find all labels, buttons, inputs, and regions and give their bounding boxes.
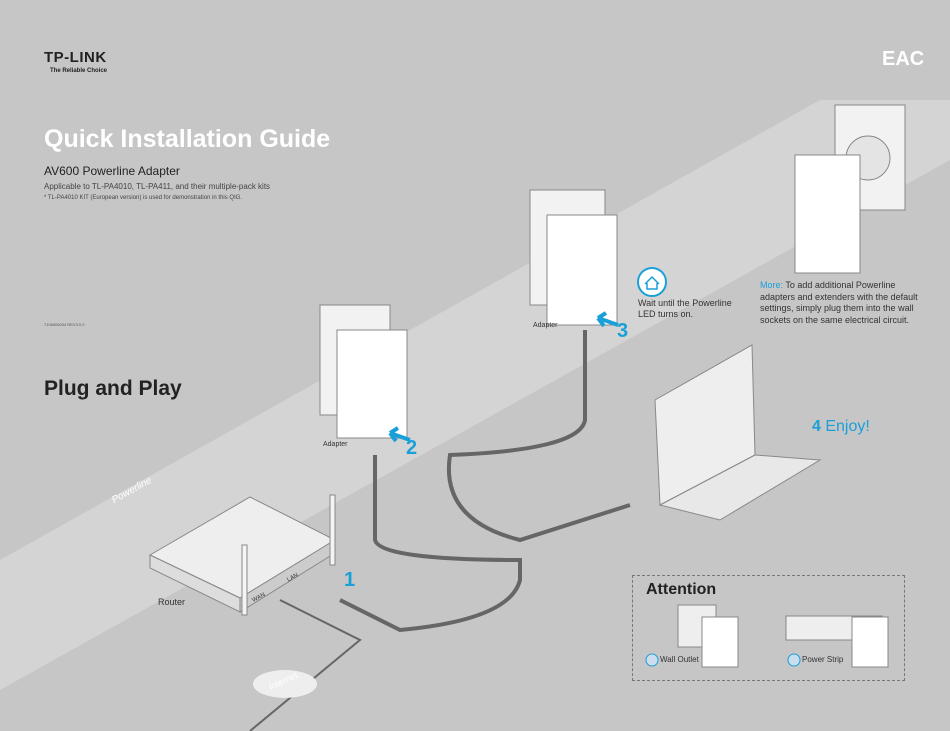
laptop xyxy=(654,344,822,521)
tp-link-logo: TP-LINK xyxy=(44,49,107,66)
frown-icon xyxy=(787,653,801,667)
attention-title: Attention xyxy=(646,581,717,598)
enjoy-label: Enjoy! xyxy=(825,418,870,435)
adapter-label: Adapter xyxy=(323,441,348,448)
more-label: More: xyxy=(760,280,784,290)
step-2: 2 xyxy=(406,437,418,459)
step-4-number: 4 xyxy=(812,418,821,435)
arrow-icon xyxy=(596,311,619,328)
arrow-icon xyxy=(388,426,411,443)
serial-number: 7106506034 REV3.0.0 xyxy=(44,322,85,327)
smiley-icon xyxy=(645,653,659,667)
attention-box xyxy=(632,575,905,681)
adapter-1 xyxy=(319,304,408,439)
step-1: 1 xyxy=(344,569,356,591)
applicable-models: Applicable to TL-PA4010, TL-PA411, and t… xyxy=(44,182,271,191)
more-note: More: To add additional Powerline adapte… xyxy=(760,280,920,326)
internet-cloud xyxy=(253,670,317,698)
wall-outlet-image xyxy=(677,604,739,668)
cable-adapter-laptop xyxy=(446,330,631,543)
router-label: Router xyxy=(158,597,186,607)
wait-instruction: Wait until the Powerline LED turns on. xyxy=(638,298,732,319)
router-antenna xyxy=(241,544,248,616)
router-antenna xyxy=(329,494,336,566)
adapter-2 xyxy=(529,189,618,326)
more-text: To add additional Powerline adapters and… xyxy=(760,280,918,325)
wall-outlet-label: Wall Outlet xyxy=(660,655,699,664)
demo-note: * TL-PA4010 KIT (European version) is us… xyxy=(44,195,243,201)
home-led-icon xyxy=(637,267,667,297)
step-4: 4 Enjoy! xyxy=(812,418,870,436)
section-title: Plug and Play xyxy=(44,377,182,400)
eac-mark: EAC xyxy=(882,48,925,70)
logo-tagline: The Reliable Choice xyxy=(50,68,108,74)
power-strip-image xyxy=(785,615,889,668)
product-name: AV600 Powerline Adapter xyxy=(44,164,180,178)
cable-internet xyxy=(249,599,362,731)
cable-adapter-router xyxy=(339,455,522,633)
step-3: 3 xyxy=(617,320,629,342)
power-strip-label: Power Strip xyxy=(802,655,844,664)
adapter-label: Adapter xyxy=(533,322,558,329)
wall-socket xyxy=(794,104,906,274)
page-title: Quick Installation Guide xyxy=(44,125,331,153)
